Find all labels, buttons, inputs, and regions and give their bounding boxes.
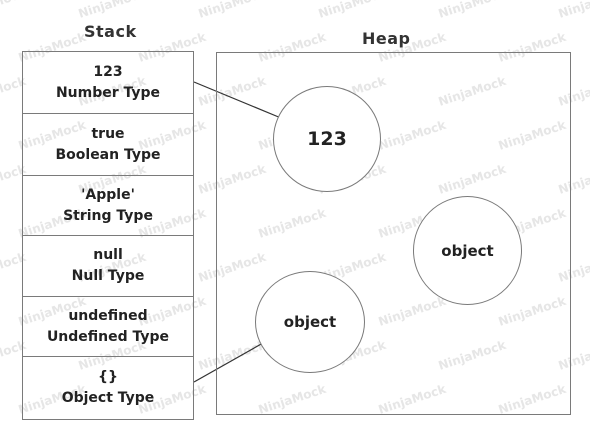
stack-cell-type: Boolean Type bbox=[55, 146, 161, 163]
stack-cell-null: null Null Type bbox=[23, 236, 193, 297]
heap-node-object-right: object bbox=[413, 196, 522, 305]
stack-cell-value: 123 bbox=[93, 63, 123, 80]
stack-cell-value: {} bbox=[98, 369, 118, 385]
stack-title: Stack bbox=[84, 22, 137, 41]
heap-node-label: object bbox=[283, 313, 337, 331]
stack-cell-value: true bbox=[91, 125, 125, 142]
stack-cell-type: Undefined Type bbox=[46, 328, 170, 345]
watermark-text: NinjaMock bbox=[437, 0, 509, 21]
heap-node-label: 123 bbox=[307, 128, 347, 150]
heap-node-number: 123 bbox=[273, 86, 381, 192]
heap-title: Heap bbox=[362, 29, 411, 48]
stack-cell-string: 'Apple' String Type bbox=[23, 176, 193, 236]
stack-cell-object: {} Object Type bbox=[23, 357, 193, 419]
watermark-text: NinjaMock bbox=[197, 0, 269, 21]
stack-cell-type: Null Type bbox=[71, 268, 145, 284]
heap-panel bbox=[216, 52, 571, 415]
stack-panel: 123 Number Type true Boolean Type 'Apple… bbox=[22, 51, 194, 420]
watermark-text: NinjaMock bbox=[77, 0, 149, 21]
stack-cell-type: Number Type bbox=[55, 84, 161, 101]
stack-cell-type: Object Type bbox=[61, 390, 155, 406]
heap-node-object-left: object bbox=[255, 271, 365, 373]
stack-cell-value: undefined bbox=[68, 307, 148, 324]
watermark-text: NinjaMock bbox=[0, 0, 29, 21]
watermark-text: NinjaMock bbox=[317, 0, 389, 21]
stack-cell-number: 123 Number Type bbox=[23, 52, 193, 114]
stack-cell-undefined: undefined Undefined Type bbox=[23, 297, 193, 357]
watermark-text: NinjaMock bbox=[557, 0, 590, 21]
stack-cell-value: 'Apple' bbox=[81, 186, 135, 203]
heap-node-label: object bbox=[441, 241, 494, 260]
stack-cell-value: null bbox=[93, 247, 123, 263]
stack-cell-type: String Type bbox=[63, 207, 153, 224]
stack-cell-boolean: true Boolean Type bbox=[23, 114, 193, 176]
